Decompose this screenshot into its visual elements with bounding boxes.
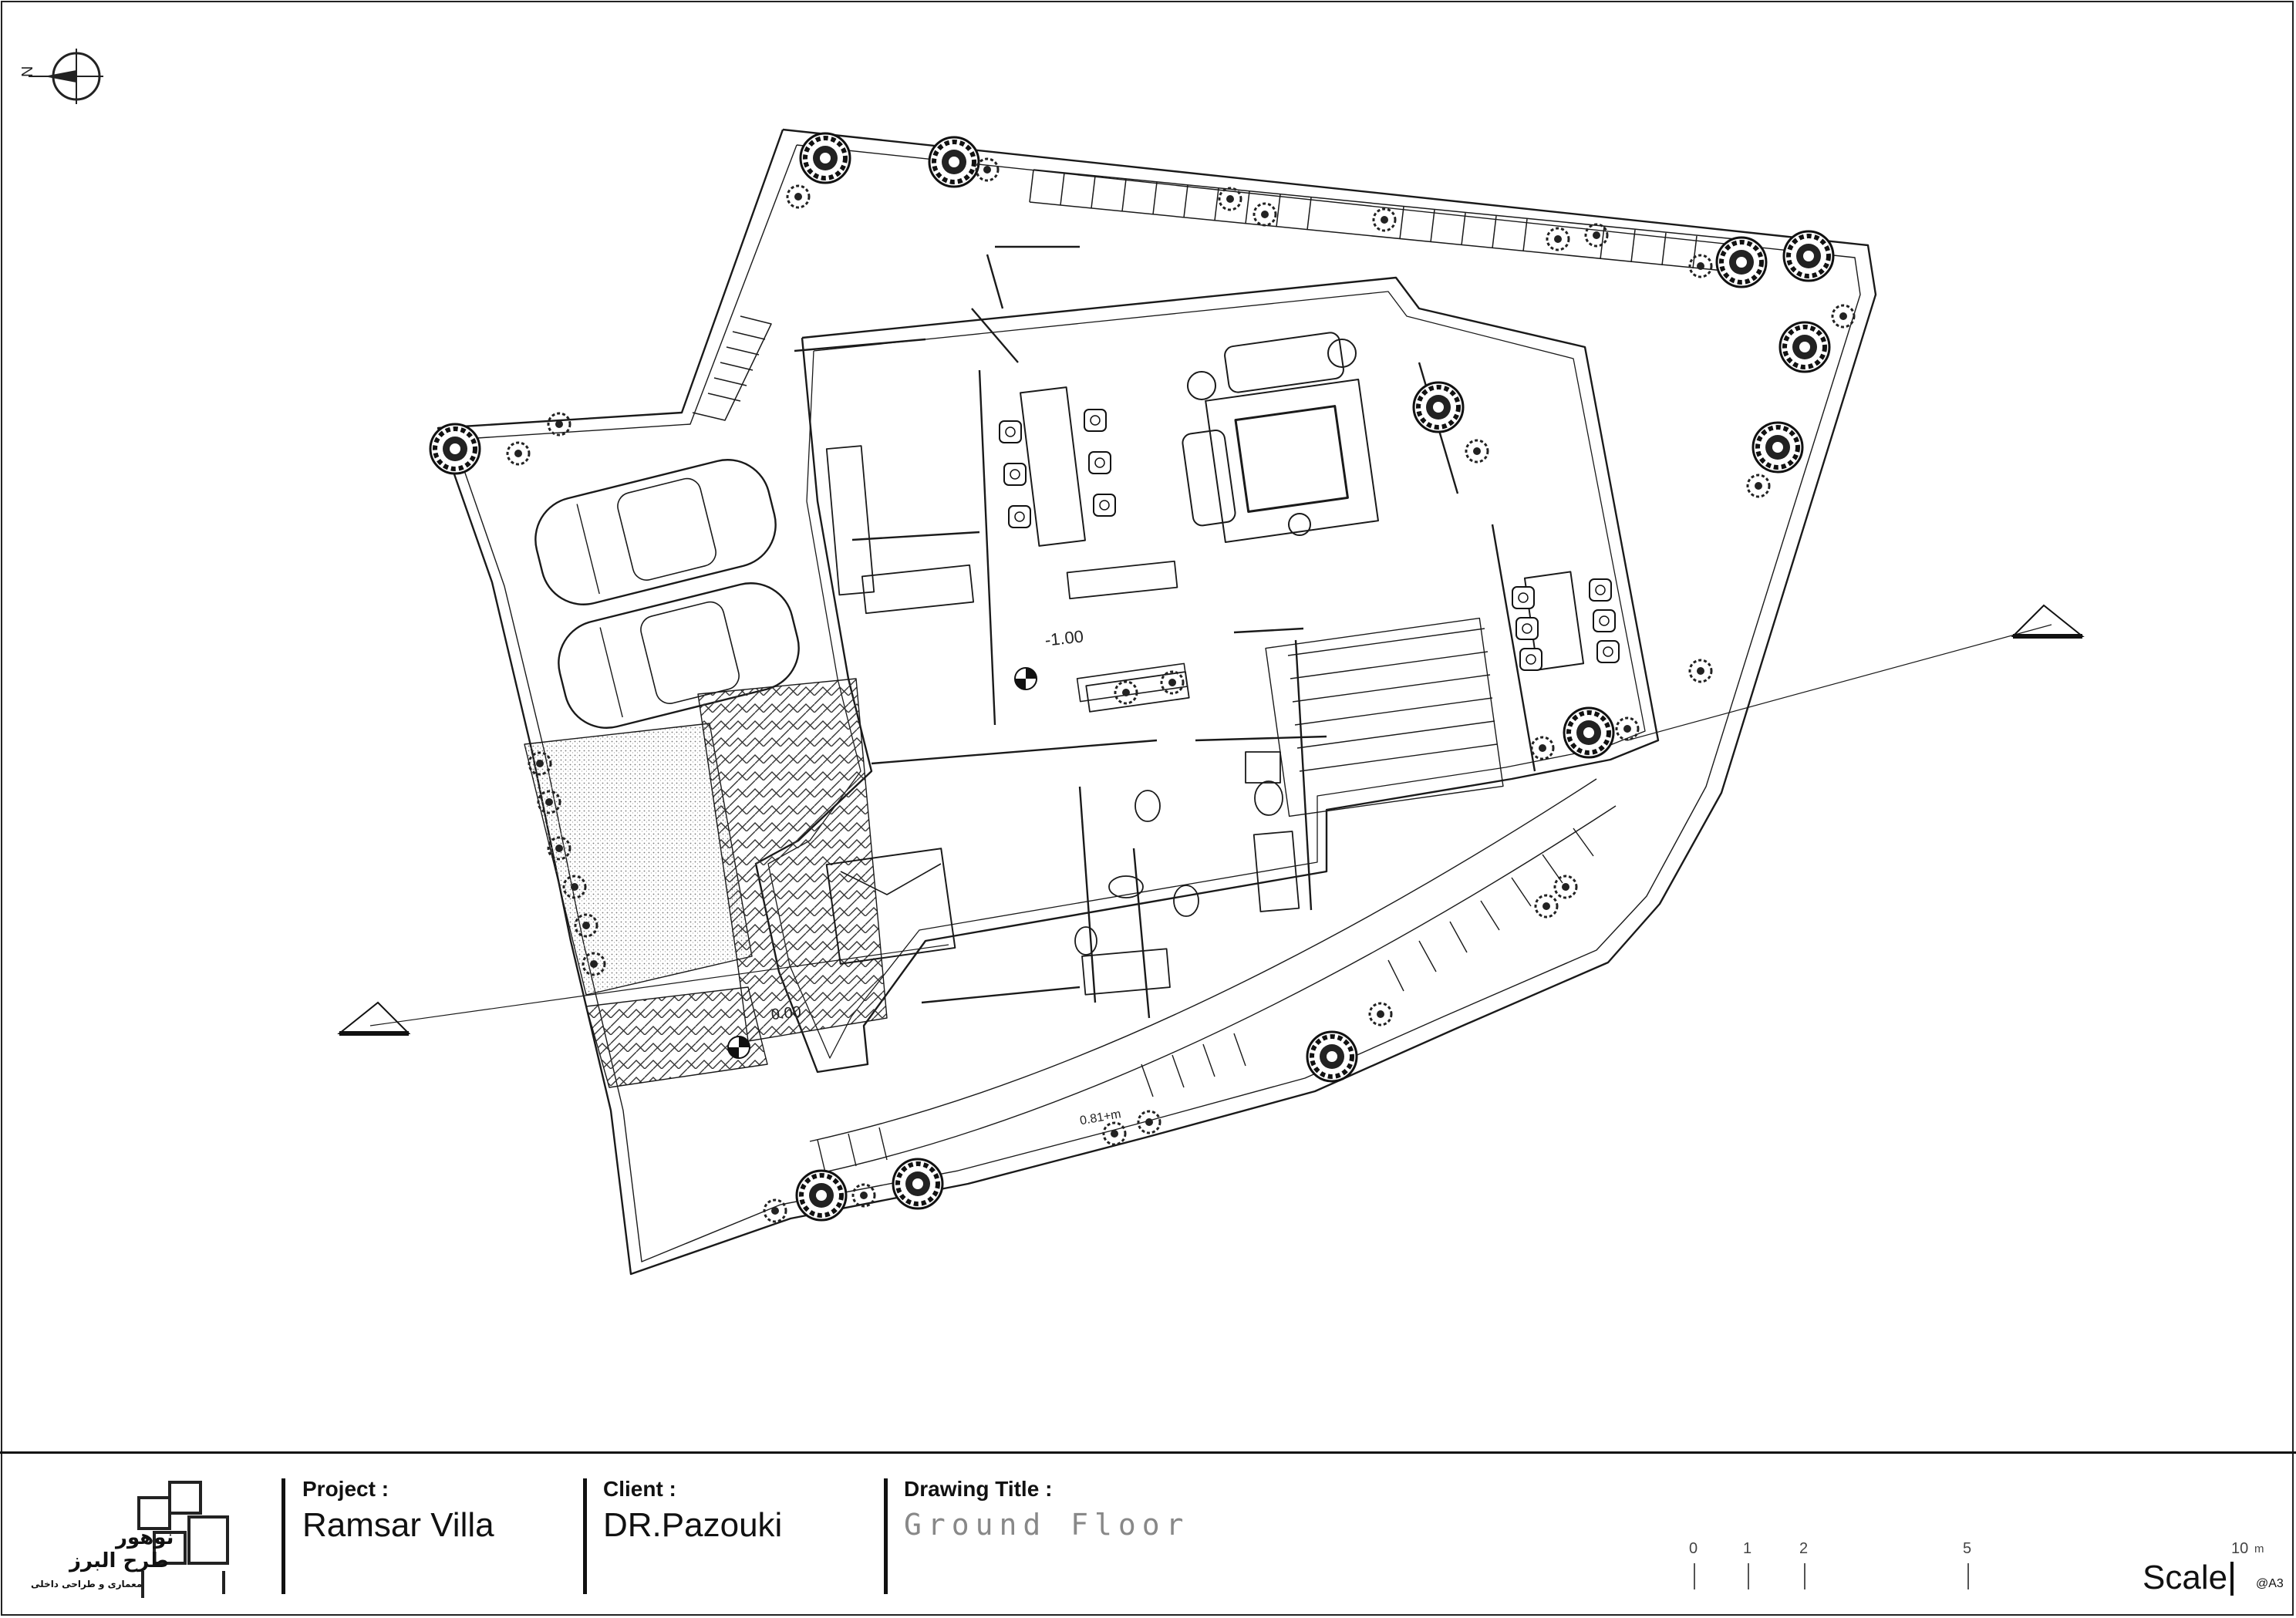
scale-tick-label: 1	[1743, 1540, 1752, 1557]
scale-tick	[1804, 1563, 1805, 1589]
company-logo: نوهور طرح البرز معماری و طراحی داخلی	[15, 1455, 239, 1602]
scale-tick-label: 5	[1963, 1540, 1972, 1557]
stairs-north	[1029, 169, 1736, 272]
stairs-central	[1265, 617, 1504, 817]
logo-tagline: معماری و طراحی داخلی	[31, 1579, 143, 1589]
paving-herringbone	[697, 678, 888, 1042]
dining-table	[999, 386, 1116, 547]
separator-3	[884, 1478, 888, 1594]
dining-table-2	[1512, 571, 1620, 671]
project-value: Ramsar Villa	[302, 1506, 494, 1544]
level-label-upper: -1.00	[1044, 626, 1084, 649]
scale-divider	[2230, 1562, 2234, 1596]
section-marker-west	[337, 1001, 411, 1036]
outer-wall	[437, 128, 1877, 1276]
project-label: Project :	[302, 1477, 389, 1501]
level-label-path: 0.81+m	[1079, 1107, 1122, 1128]
scale-tick-label: 10	[2231, 1540, 2249, 1557]
logo-name-line1: نوهور	[116, 1526, 174, 1549]
stairs-south	[809, 778, 1617, 1173]
logo-mark	[137, 1481, 229, 1598]
section-marker-east	[2011, 604, 2085, 639]
section-line-west	[369, 944, 949, 1026]
level-marker-upper	[1014, 667, 1037, 690]
bedroom-bed	[825, 848, 956, 965]
north-arrow	[29, 49, 103, 104]
client-label: Client :	[603, 1477, 676, 1501]
stairs-west	[692, 315, 772, 421]
title-block: نوهور طرح البرز معماری و طراحی داخلی Pro…	[0, 1451, 2296, 1618]
car-1	[534, 459, 777, 605]
bathroom-fixtures	[1074, 751, 1300, 996]
scale-tick-label: 0	[1689, 1540, 1698, 1557]
scale-tick	[1748, 1563, 1749, 1589]
scale-tick-label: 2	[1799, 1540, 1809, 1557]
scale-unit: m	[2254, 1542, 2264, 1556]
logo-name-line2: طرح البرز	[69, 1549, 169, 1572]
sofa-set	[1182, 332, 1379, 544]
separator-2	[583, 1478, 587, 1594]
separator-1	[282, 1478, 285, 1594]
floor-plan: N	[19, 49, 2085, 1280]
scale-tick	[1694, 1563, 1695, 1589]
scale-label: Scale	[2143, 1559, 2228, 1596]
scale-tick	[1967, 1563, 1969, 1589]
site-boundary	[486, 130, 1874, 1280]
level-label-lower: 0.00	[770, 1003, 802, 1023]
north-label: N	[19, 66, 36, 77]
client-value: DR.Pazouki	[603, 1506, 783, 1544]
drawing-title-label: Drawing Title :	[904, 1477, 1053, 1501]
kitchen-counter	[825, 445, 1190, 713]
drawing-title-value: Ground Floor	[904, 1508, 1190, 1542]
level-marker-lower	[727, 1036, 750, 1059]
section-line-east	[1627, 624, 2052, 741]
scale-paper-size: @A3	[2256, 1577, 2284, 1590]
